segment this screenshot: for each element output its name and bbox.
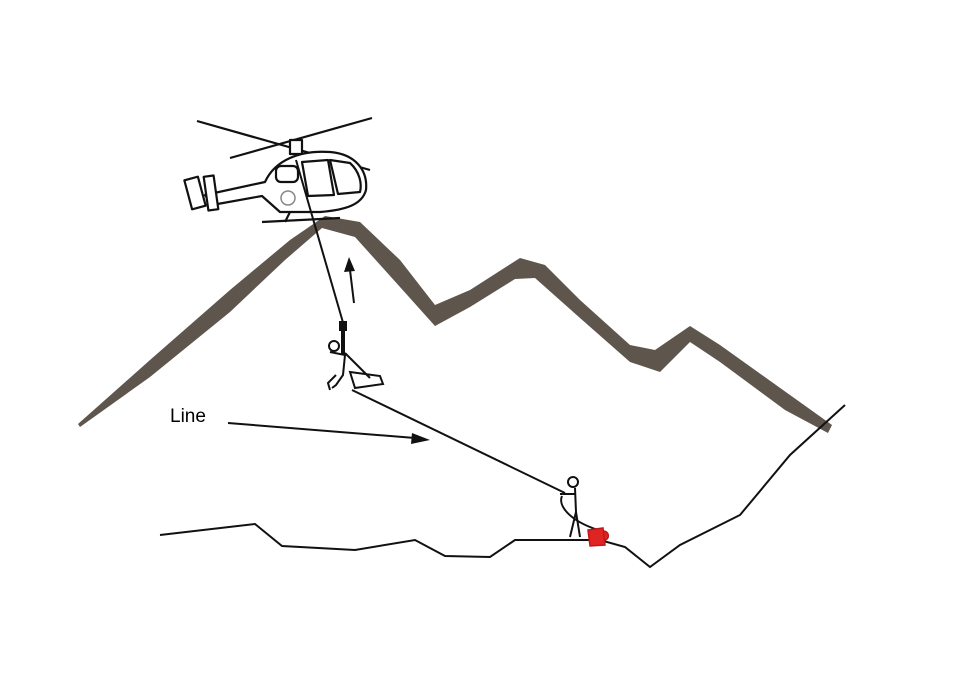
helicopter-icon <box>183 116 373 224</box>
up-arrow-icon <box>344 257 355 304</box>
mountain-ridge <box>78 216 832 433</box>
label-pointer-arrow <box>227 422 430 444</box>
guide-line <box>351 389 566 494</box>
rescuer-with-stretcher-icon <box>326 321 385 391</box>
ground-line <box>159 404 846 569</box>
line-label: Line <box>170 406 206 427</box>
hoist-cable <box>295 159 345 327</box>
ground-person-icon <box>560 476 599 538</box>
rescue-bag-icon <box>587 527 610 547</box>
